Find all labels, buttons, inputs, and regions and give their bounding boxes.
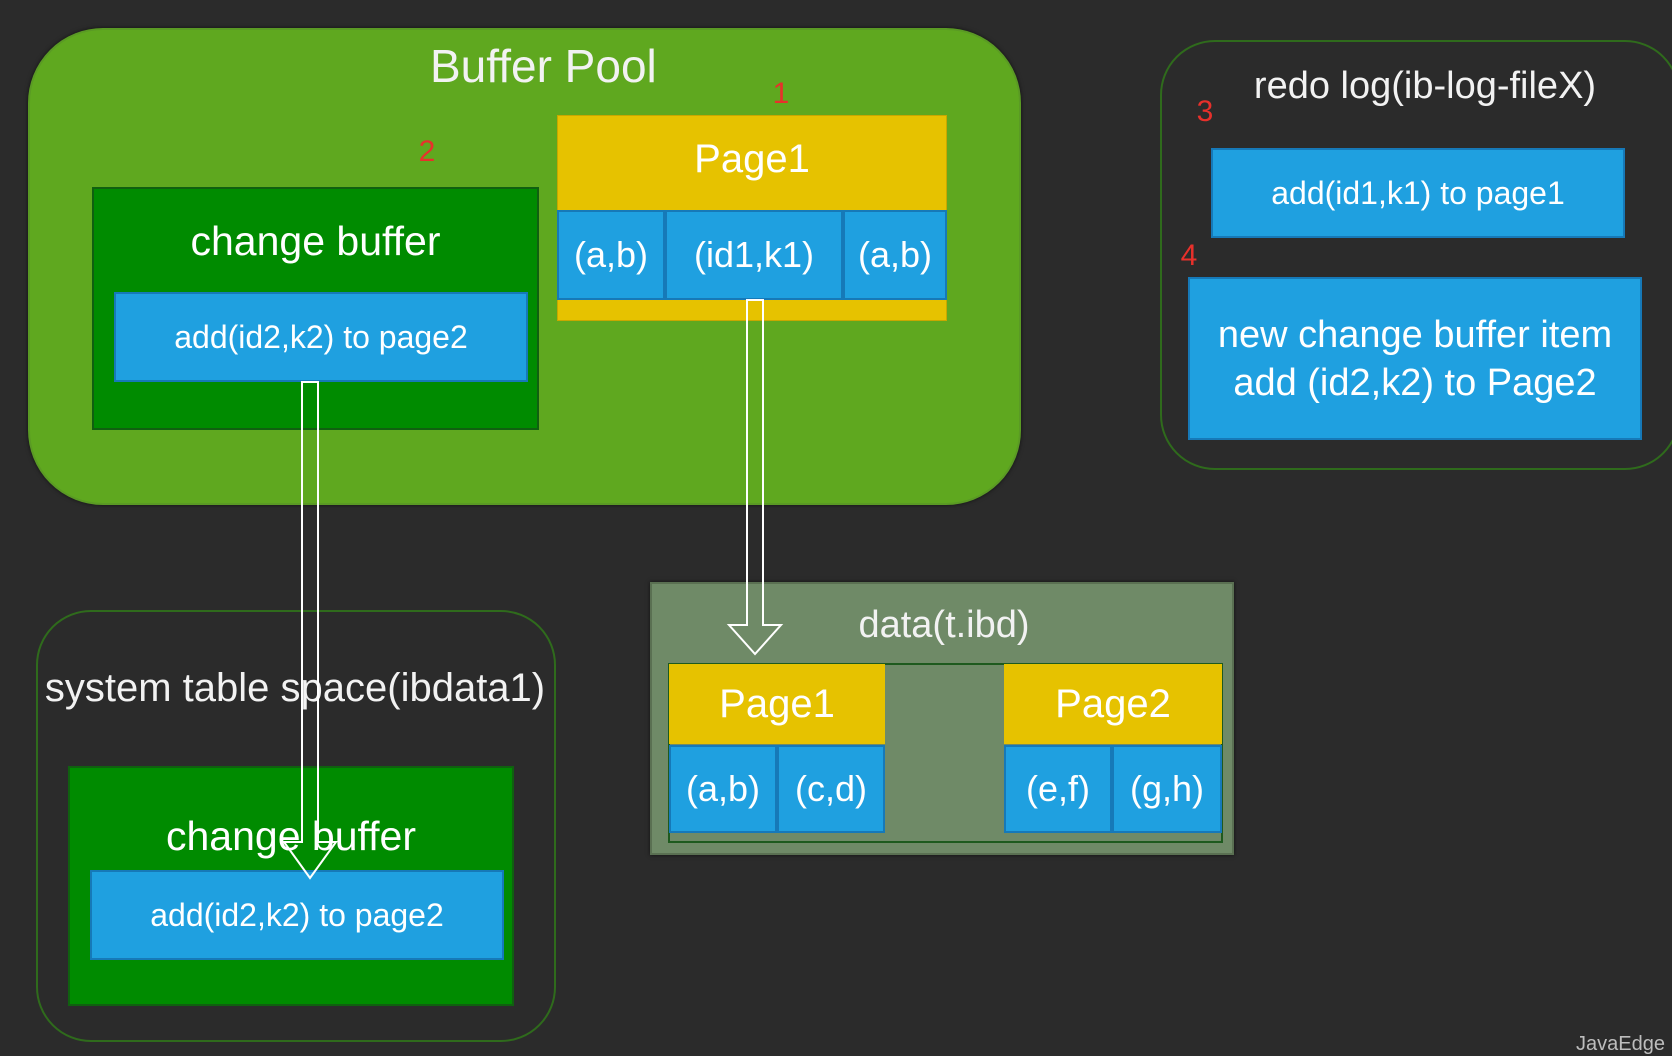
data-file-page1-cell: (c,d): [777, 745, 885, 833]
step-number-2: 2: [418, 135, 436, 168]
buffer-pool-page1-title: Page1: [694, 136, 810, 181]
step-number-3: 3: [1196, 95, 1214, 128]
data-file-page1-title: Page1: [669, 664, 885, 744]
step-number-1: 1: [772, 77, 790, 110]
redo-log-title: redo log(ib-log-fileX): [1253, 64, 1597, 107]
buffer-pool-page1-cell: (a,b): [843, 210, 947, 300]
system-table-space-title: system table space(ibdata1): [44, 665, 546, 710]
redo-log-container: [1160, 40, 1672, 470]
redo-log-item-2: new change buffer item add (id2,k2) to P…: [1188, 277, 1642, 440]
arrow-page1-to-data-file: [726, 299, 784, 656]
buffer-pool-page1-cell: (id1,k1): [665, 210, 843, 300]
redo-log-item-2-line-1: new change buffer item: [1217, 313, 1613, 356]
buffer-pool-change-buffer-item: add(id2,k2) to page2: [114, 292, 528, 382]
data-file-title: data(t.ibd): [858, 603, 1030, 646]
redo-log-item-2-line-2: add (id2,k2) to Page2: [1233, 361, 1597, 404]
data-file-page2-cell: (e,f): [1004, 745, 1112, 833]
arrow-change-buffer-to-system-table-space: [282, 381, 338, 880]
buffer-pool-page1-cell: (a,b): [557, 210, 665, 300]
buffer-pool-change-buffer-title: change buffer: [190, 217, 441, 264]
redo-log-item-1: add(id1,k1) to page1: [1211, 148, 1625, 238]
buffer-pool-title: Buffer Pool: [430, 40, 657, 92]
system-table-space-container: [36, 610, 556, 1042]
system-change-buffer-item: add(id2,k2) to page2: [90, 870, 504, 960]
data-file-page2-title: Page2: [1004, 664, 1222, 744]
step-number-4: 4: [1180, 239, 1198, 272]
data-file-page2-cell: (g,h): [1112, 745, 1222, 833]
data-file-page1-cell: (a,b): [669, 745, 777, 833]
watermark: JavaEdge: [1576, 1032, 1665, 1055]
